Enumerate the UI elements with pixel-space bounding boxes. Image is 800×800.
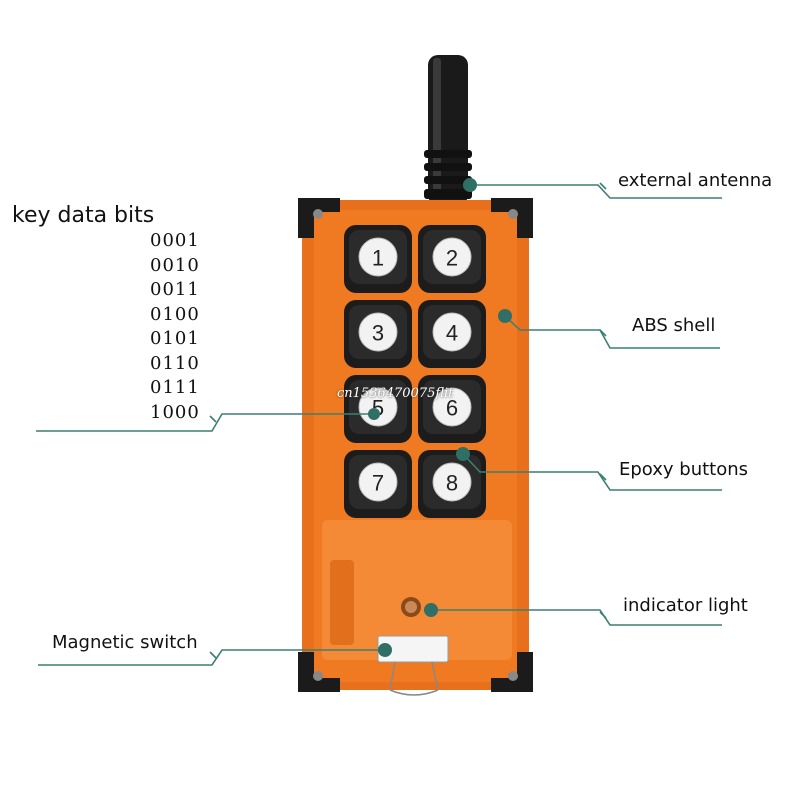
key-data-bit: 0010 <box>150 254 200 276</box>
key-data-bits-list: 0001 0010 0011 0100 0101 0110 0111 1000 <box>150 229 200 425</box>
epoxy-button-label: 6 <box>446 396 458 421</box>
label-magnetic-switch: Magnetic switch <box>52 632 198 653</box>
leader-epoxy-buttons <box>462 453 722 491</box>
leader-external-antenna <box>470 184 722 199</box>
epoxy-button-label: 2 <box>446 246 458 271</box>
label-indicator-light: indicator light <box>623 595 748 616</box>
key-data-bit: 0111 <box>150 377 200 398</box>
leader-lines <box>36 182 722 666</box>
epoxy-button-label: 3 <box>372 321 384 346</box>
key-data-bit: 1000 <box>150 401 200 423</box>
epoxy-button-5[interactable]: 5 <box>344 375 412 443</box>
epoxy-button-3[interactable]: 3 <box>344 300 412 368</box>
leader-key-data-bits <box>36 413 374 432</box>
abs-shell <box>302 200 529 690</box>
epoxy-button-grid: 1 2 3 4 5 6 7 8 <box>344 225 486 518</box>
epoxy-button-label: 8 <box>446 471 458 496</box>
key-data-bit: 0001 <box>150 230 200 251</box>
leader-dots <box>368 178 512 657</box>
label-epoxy-buttons: Epoxy buttons <box>619 459 749 480</box>
epoxy-button-label: 4 <box>446 321 458 346</box>
epoxy-button-2[interactable]: 2 <box>418 225 486 293</box>
magnetic-switch <box>377 635 449 696</box>
antenna <box>424 55 472 205</box>
leader-magnetic-switch <box>38 649 385 666</box>
key-data-bit: 0011 <box>150 279 200 300</box>
epoxy-button-label: 1 <box>372 246 384 271</box>
key-data-bit: 0101 <box>150 328 200 349</box>
epoxy-button-label: 7 <box>372 471 384 496</box>
indicator-light <box>401 597 421 617</box>
epoxy-button-4[interactable]: 4 <box>418 300 486 368</box>
key-data-bit: 0100 <box>150 303 200 325</box>
label-abs-shell: ABS shell <box>632 315 716 336</box>
watermark: cn1536470075flit <box>337 386 454 401</box>
corner-bumpers <box>298 198 533 692</box>
epoxy-button-6[interactable]: 6 <box>418 375 486 443</box>
label-external-antenna: external antenna <box>618 170 773 191</box>
epoxy-button-8[interactable]: 8 <box>418 450 486 518</box>
epoxy-button-1[interactable]: 1 <box>344 225 412 293</box>
key-data-bits-title: key data bits <box>12 203 155 228</box>
key-data-bit: 0110 <box>150 352 200 374</box>
epoxy-button-7[interactable]: 7 <box>344 450 412 518</box>
